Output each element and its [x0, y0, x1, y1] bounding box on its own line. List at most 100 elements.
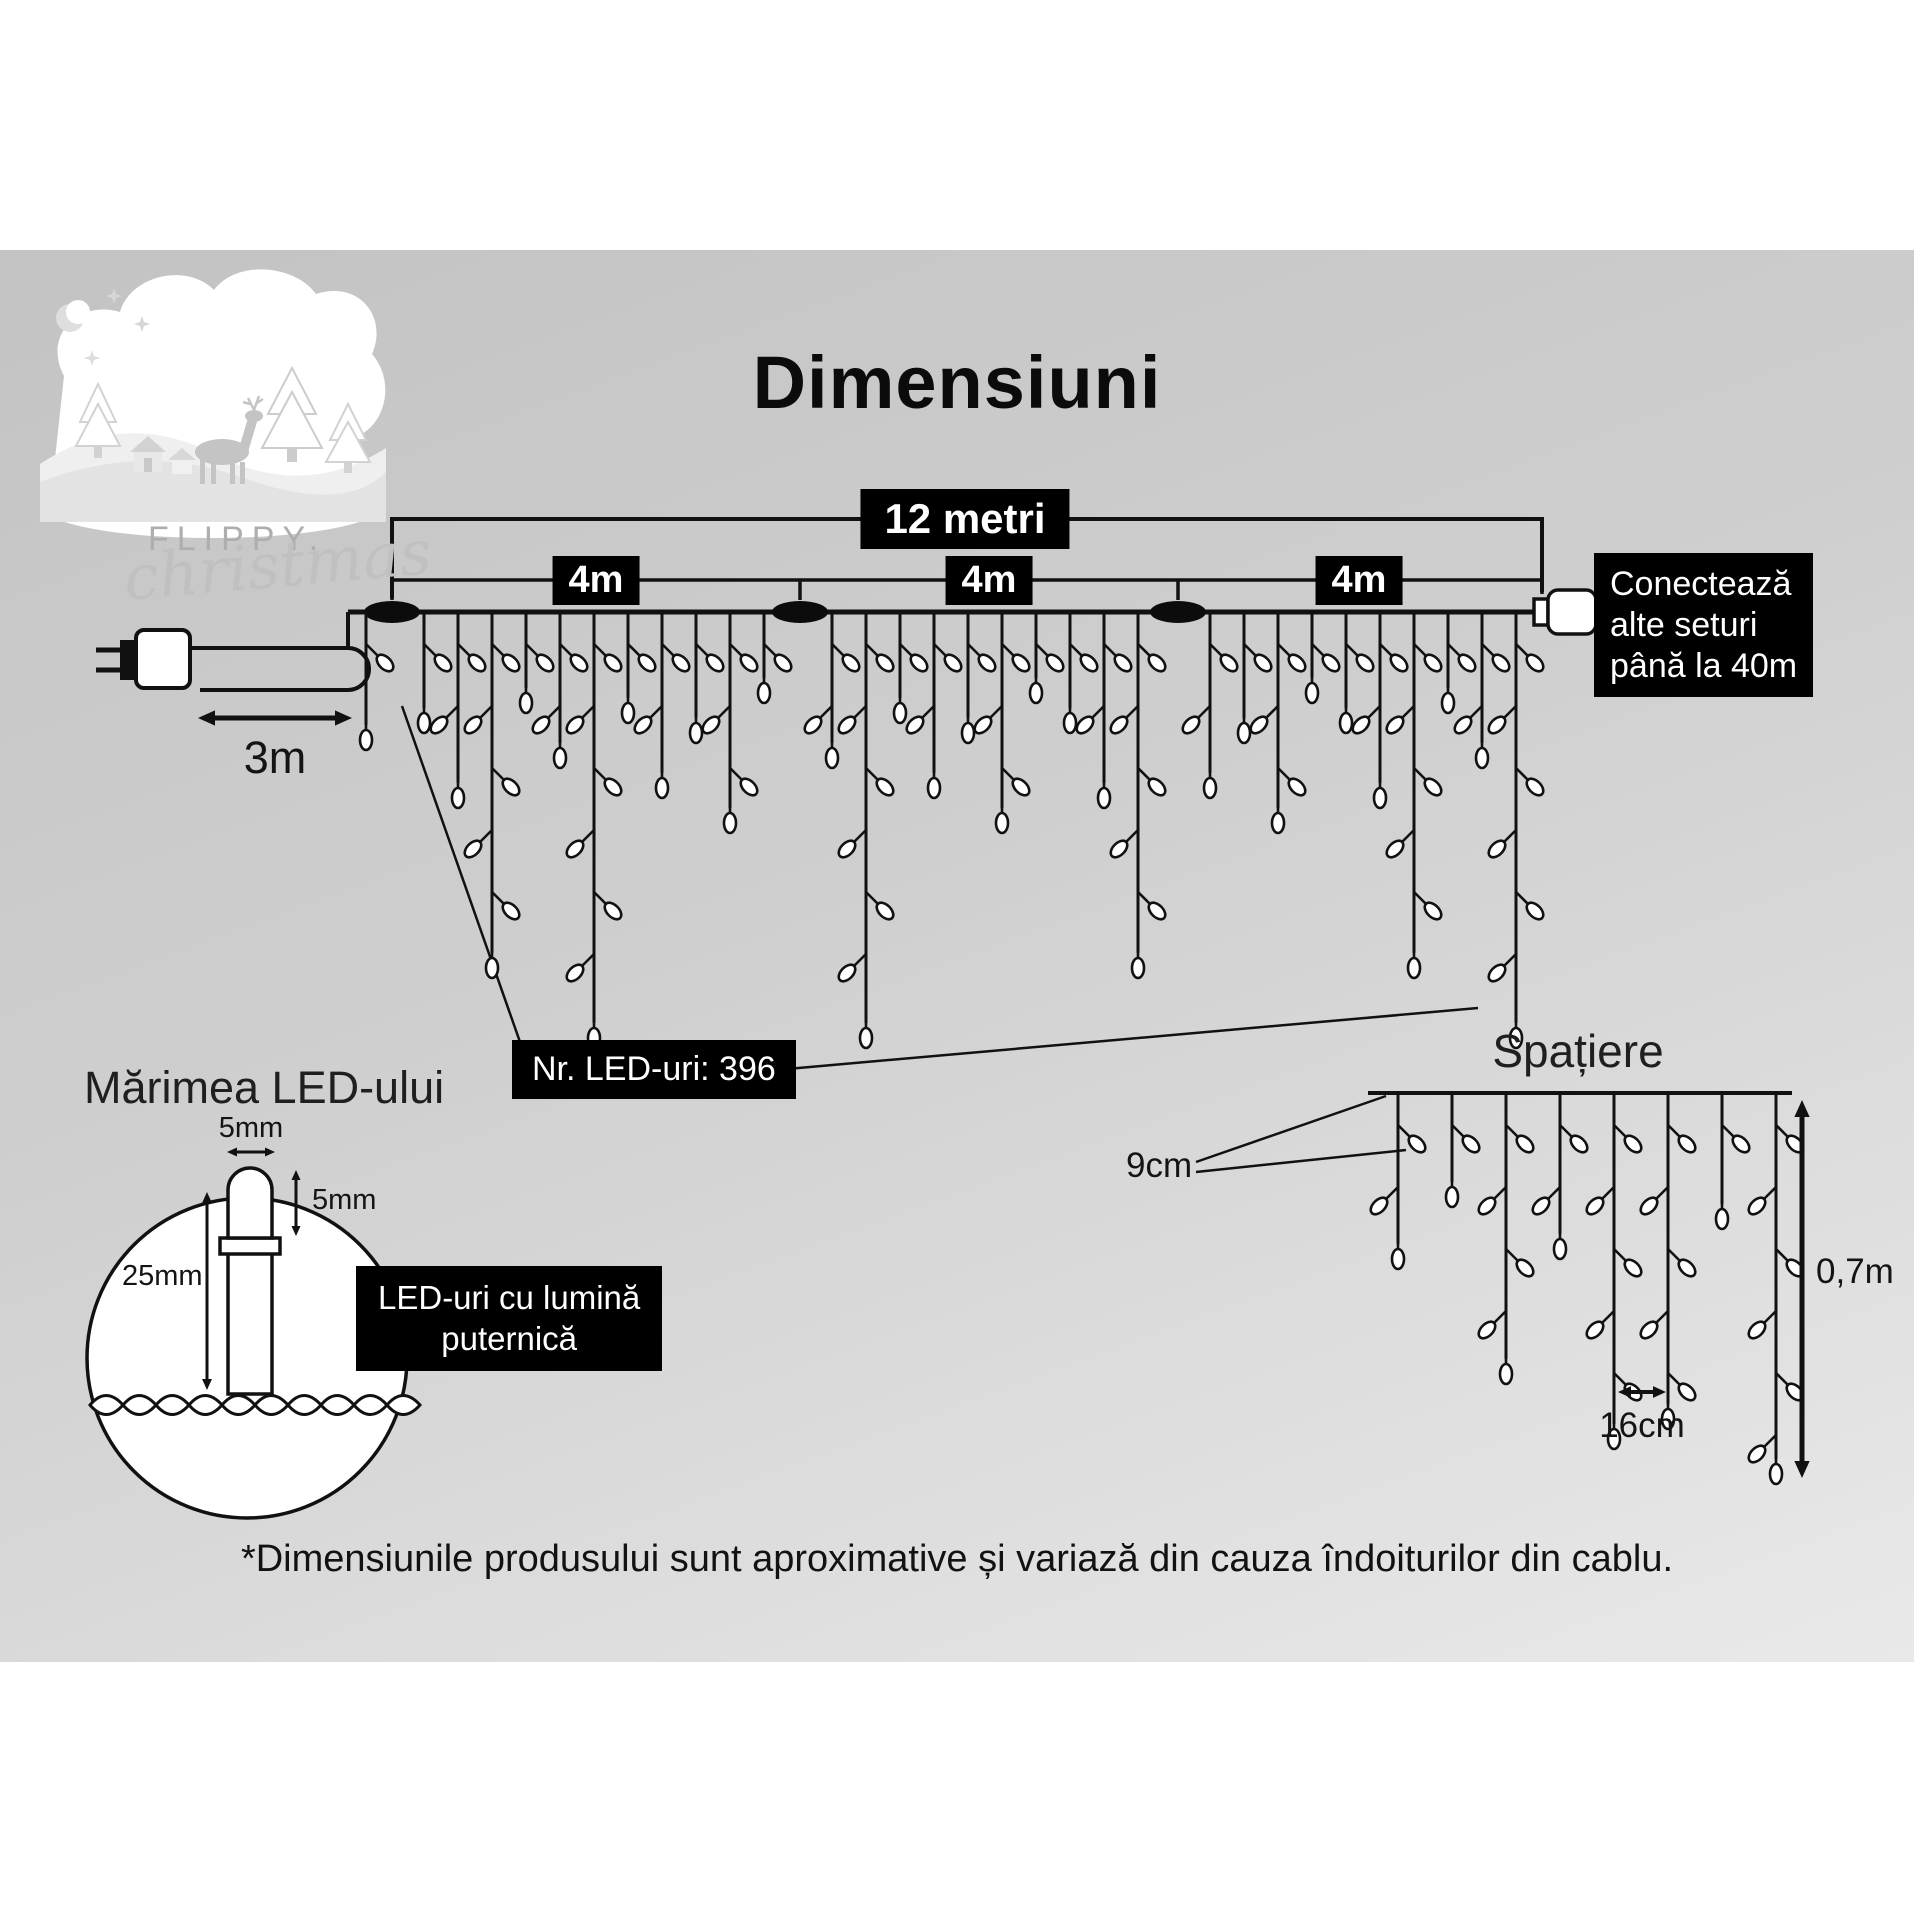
led-bulb	[1304, 681, 1320, 705]
led-bulb	[875, 653, 895, 673]
led-bulb	[1423, 901, 1443, 921]
wire-line	[852, 952, 868, 968]
connect-note: Conectează alte seturi până la 40m	[1594, 553, 1814, 698]
arrow-head	[335, 710, 352, 726]
led-bulb	[1515, 1258, 1535, 1278]
led-bulb	[739, 777, 759, 797]
connect-note-line2: alte seturi	[1610, 605, 1758, 644]
led-bulb	[603, 777, 623, 797]
wire-line	[1612, 1123, 1628, 1139]
led-bulb	[1491, 653, 1511, 673]
wire-line	[456, 642, 472, 658]
led-bulb	[1498, 1362, 1514, 1386]
led-brightness-note-line1: LED-uri cu lumină	[378, 1279, 641, 1316]
wire-line	[422, 642, 438, 658]
wire-line	[1502, 704, 1518, 720]
wire-line	[1378, 642, 1394, 658]
star-icon	[106, 288, 122, 304]
led-bulb	[552, 746, 568, 770]
wire-line	[1034, 642, 1050, 658]
wire-line	[490, 890, 506, 906]
logo-winter-scene	[40, 269, 386, 538]
led-bulb	[1423, 777, 1443, 797]
led-bulb	[1660, 1407, 1676, 1431]
led-bulb	[433, 653, 453, 673]
led-bulb	[1487, 715, 1507, 735]
total-length-bracket	[390, 517, 1544, 598]
wire-line	[580, 704, 596, 720]
wire-line	[1208, 642, 1224, 658]
led-bulb	[1249, 715, 1269, 735]
lead-cable	[190, 612, 371, 692]
led-bulb	[688, 721, 704, 745]
tree-icon	[324, 401, 372, 473]
wire-line	[1720, 1123, 1736, 1139]
led-bulb	[1389, 653, 1409, 673]
wire-line	[1068, 642, 1084, 658]
led-bulb	[1747, 1320, 1767, 1340]
wire-line	[1450, 1123, 1466, 1139]
dimension-arrows	[198, 710, 1810, 1478]
led-bulb	[824, 746, 840, 770]
wire-line	[1264, 704, 1280, 720]
led-bulb	[1747, 1196, 1767, 1216]
led-bulb	[1028, 681, 1044, 705]
wire-line	[1654, 1309, 1670, 1325]
twisted-wire	[88, 1394, 423, 1416]
wire-line	[1412, 766, 1428, 782]
led-bulb	[1236, 721, 1252, 745]
wire-line	[1504, 1123, 1520, 1139]
led-bulb	[565, 963, 585, 983]
wire-line	[1412, 890, 1428, 906]
hill-front	[40, 460, 386, 522]
led-count-pointer-lines	[400, 705, 1479, 1072]
twisted-wire-segment	[385, 1394, 423, 1416]
led-bulb	[1147, 901, 1167, 921]
led-bulb	[1525, 653, 1545, 673]
page-title: Dimensiuni	[752, 341, 1162, 424]
led-gap-pointer-lines	[1195, 1094, 1407, 1174]
wire-line	[1000, 642, 1016, 658]
wire-line	[1502, 952, 1518, 968]
wire-line	[592, 890, 608, 906]
segment-length-label-2: 4m	[945, 556, 1033, 605]
led-bulb	[1202, 776, 1218, 800]
connect-note-line3: până la 40m	[1610, 646, 1798, 685]
wire-line	[920, 704, 936, 720]
led-bulb	[1287, 653, 1307, 673]
wire-line	[966, 642, 982, 658]
led-bulb	[416, 711, 432, 735]
led-bulb	[620, 701, 636, 725]
deer-icon	[195, 395, 264, 484]
led-bulb	[1321, 653, 1341, 673]
wire-line	[524, 642, 540, 658]
led-bulb	[1219, 653, 1239, 673]
wire-line	[716, 704, 732, 720]
wire-line	[592, 642, 608, 658]
wire-line	[728, 766, 744, 782]
wire-line	[1600, 1309, 1616, 1325]
wire-line	[1136, 642, 1152, 658]
led-bulb	[803, 715, 823, 735]
led-bulb	[518, 691, 534, 715]
led-bulb	[501, 777, 521, 797]
led-bulb	[858, 1026, 874, 1050]
wire-line	[694, 642, 710, 658]
led-bulb	[1677, 1258, 1697, 1278]
wire-line	[728, 642, 744, 658]
led-bulb	[994, 811, 1010, 835]
led-cap-height-label: 5mm	[312, 1184, 377, 1216]
wire-line	[1400, 828, 1416, 844]
connect-note-line1: Conectează	[1610, 565, 1792, 603]
wire-line	[1480, 642, 1496, 658]
tree-icon	[260, 365, 324, 462]
led-bulb	[1011, 777, 1031, 797]
wire-line	[1774, 1247, 1790, 1263]
led-bulb	[1714, 1207, 1730, 1231]
led-bulb	[1606, 1427, 1622, 1451]
wire-connectors	[364, 601, 1206, 623]
wire-line	[478, 704, 494, 720]
led-bulb	[1457, 653, 1477, 673]
led-bulb	[1768, 1462, 1784, 1486]
